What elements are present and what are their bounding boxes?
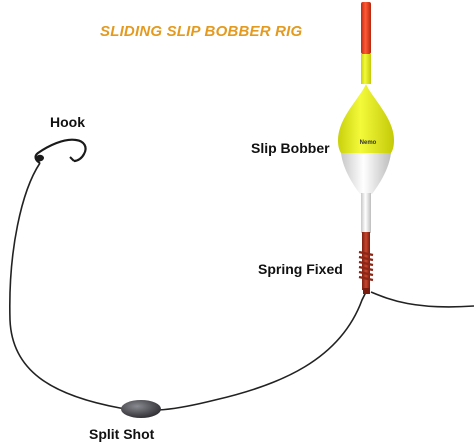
spring-stopper (358, 232, 374, 294)
diagram-title: SLIDING SLIP BOBBER RIG (100, 23, 303, 40)
label-spring-fixed: Spring Fixed (258, 261, 343, 277)
label-split-shot: Split Shot (89, 426, 155, 442)
bobber-brand: Nemo (360, 140, 377, 146)
bobber-tip (361, 2, 371, 54)
split-shot-weight (121, 400, 161, 418)
label-slip-bobber: Slip Bobber (251, 140, 330, 156)
bobber-body-bottom (341, 153, 391, 194)
fishing-line-tail (370, 291, 474, 308)
spring-coil (358, 250, 374, 282)
bobber-upper-stem (361, 54, 371, 84)
bobber-lower-stem (361, 193, 371, 233)
fishing-line (9, 162, 367, 412)
hook-icon (34, 138, 87, 164)
label-hook: Hook (50, 114, 85, 130)
bobber-body-top (338, 84, 394, 153)
slip-bobber: Nemo (338, 2, 394, 233)
spring-tube (362, 232, 370, 290)
